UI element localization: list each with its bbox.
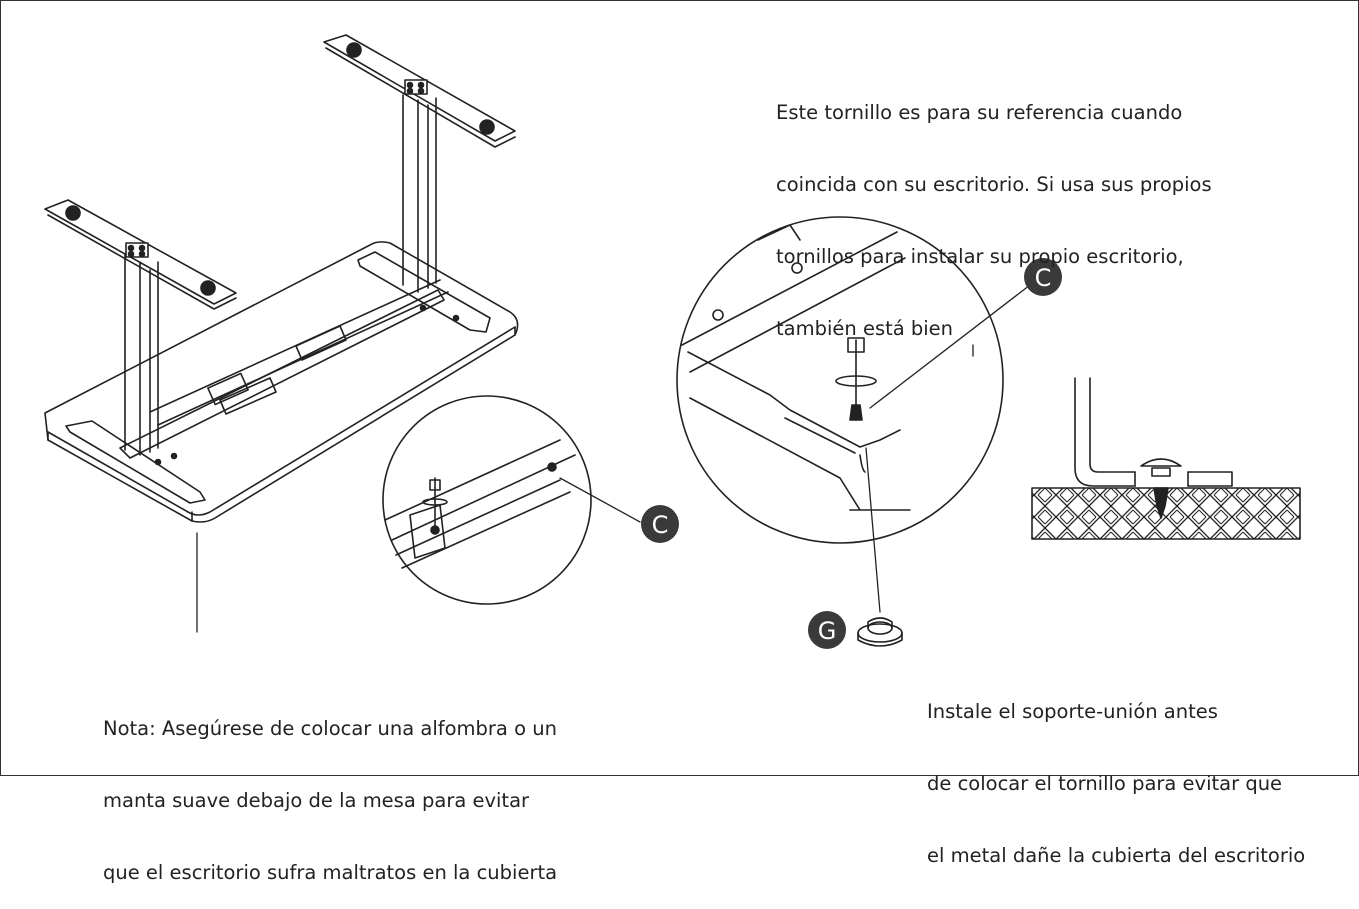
grommet-part-g [857,617,903,647]
note-line: tornillos para instalar su propio escrit… [776,245,1184,268]
note-line: Nota: Asegúrese de colocar una alfombra … [103,717,557,740]
label-g: G [808,611,846,649]
note-line: coincida con su escritorio. Si usa sus p… [776,173,1212,196]
protective-mat-note: Nota: Asegúrese de colocar una alfombra … [103,669,557,909]
detail-circle-small [382,395,641,605]
note-line: Instale el soporte-unión antes [927,700,1218,723]
grommet-install-note: Instale el soporte-unión antes de coloca… [927,652,1305,892]
note-line: Este tornillo es para su referencia cuan… [776,101,1183,124]
label-c-large: C [1024,258,1062,296]
note-line: el metal dañe la cubierta del escritorio [927,844,1306,867]
detail-circle-large [676,216,1031,613]
note-line: que el escritorio sufra maltratos en la … [103,861,558,884]
svg-text:G: G [818,617,837,645]
svg-text:C: C [1035,264,1052,292]
note-line: manta suave debajo de la mesa para evita… [103,789,530,812]
svg-text:C: C [652,511,669,539]
desk-assembly-drawing [44,34,519,633]
assembly-illustration: C C G [44,34,1301,649]
screw-reference-note: Este tornillo es para su referencia cuan… [776,53,1212,365]
note-line: también está bien [776,317,954,340]
section-detail [1031,377,1301,540]
label-c-small: C [641,505,679,543]
